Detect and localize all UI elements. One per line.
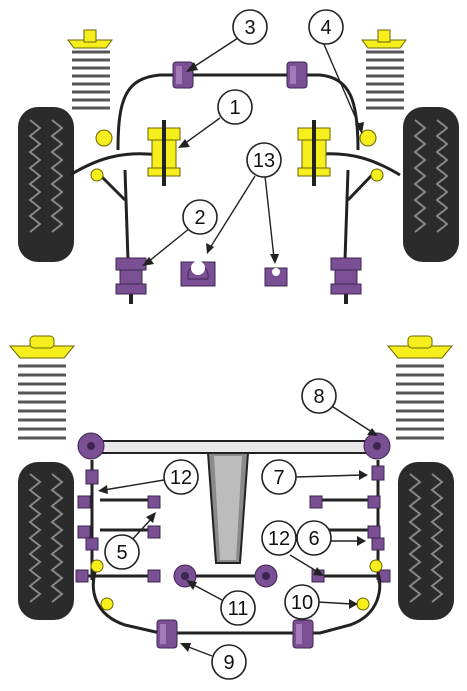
- callout-5: 5: [104, 534, 140, 570]
- rear-diff-mount: [173, 564, 278, 588]
- rear-left-droplink-bush: [90, 559, 104, 573]
- subframe-bush-right: [363, 432, 391, 460]
- svg-text:1: 1: [229, 97, 240, 119]
- rear-left-links: [77, 460, 161, 580]
- front-left-rear-bush: [115, 257, 147, 304]
- front-left-tyre-icon: [18, 107, 74, 262]
- front-right-droplink-bush: [359, 129, 377, 147]
- rear-arb-bush-left: [156, 619, 178, 649]
- front-arb-bush-left: [172, 61, 194, 89]
- front-left-spring-icon: [67, 29, 113, 110]
- front-right-tyre-icon: [403, 107, 459, 262]
- callout-1: 1: [217, 89, 253, 125]
- svg-text:9: 9: [223, 652, 234, 674]
- callout-12-lower: 12: [261, 520, 297, 556]
- callout-6: 6: [296, 520, 332, 556]
- svg-text:8: 8: [313, 386, 324, 408]
- svg-text:7: 7: [273, 467, 284, 489]
- front-left-balljoint-bush: [90, 168, 104, 182]
- front-left-droplink-bush: [95, 129, 113, 147]
- svg-text:12: 12: [268, 528, 290, 550]
- leader-lines: [98, 37, 378, 657]
- callout-9: 9: [211, 644, 247, 680]
- svg-text:2: 2: [194, 207, 205, 229]
- arb-mount-bush-small: [264, 267, 288, 287]
- callout-2: 2: [182, 199, 218, 235]
- svg-text:11: 11: [228, 598, 249, 620]
- front-left-lower-arm: [69, 152, 161, 261]
- svg-text:12: 12: [170, 467, 192, 489]
- rear-left-arb-link-bush: [100, 597, 114, 611]
- rear-suspension: [8, 335, 454, 649]
- front-anti-roll-bar: [116, 73, 360, 151]
- svg-text:13: 13: [253, 150, 275, 172]
- front-right-spring-icon: [361, 29, 407, 110]
- svg-text:3: 3: [244, 17, 255, 39]
- rear-right-droplink-bush: [369, 559, 383, 573]
- rear-right-arb-link-bush: [356, 597, 370, 611]
- svg-text:5: 5: [116, 542, 127, 564]
- front-suspension: [18, 29, 459, 304]
- rear-lower-links: [75, 569, 391, 583]
- front-left-front-bush: [147, 120, 181, 186]
- callout-3: 3: [232, 9, 268, 45]
- rear-arb-bush-right: [292, 619, 314, 649]
- callout-12-upper: 12: [163, 459, 199, 495]
- front-right-balljoint-bush: [370, 168, 384, 182]
- subframe-bush-left: [77, 432, 105, 460]
- front-right-front-bush: [297, 120, 331, 186]
- rear-right-tyre-icon: [398, 462, 454, 620]
- callout-10: 10: [284, 584, 320, 620]
- front-arb-bush-right: [286, 61, 308, 89]
- callout-13: 13: [246, 142, 282, 178]
- callout-11: 11: [220, 590, 256, 626]
- callout-7: 7: [261, 459, 297, 495]
- rear-subframe: [89, 440, 381, 564]
- svg-text:4: 4: [320, 17, 331, 39]
- svg-text:10: 10: [291, 592, 313, 614]
- front-right-rear-bush: [330, 257, 362, 304]
- callout-8: 8: [301, 378, 337, 414]
- rear-left-spring-icon: [8, 335, 76, 440]
- rear-anti-roll-bar: [91, 565, 382, 635]
- callout-4: 4: [308, 9, 344, 45]
- rear-left-tyre-icon: [18, 462, 74, 620]
- rear-right-spring-icon: [386, 335, 454, 440]
- svg-text:6: 6: [308, 528, 319, 550]
